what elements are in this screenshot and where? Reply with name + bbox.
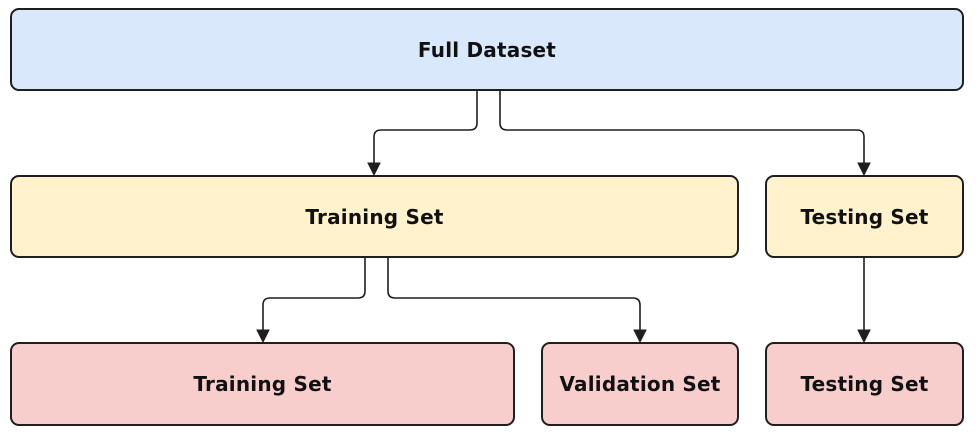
training-set-node: Training Set	[10, 175, 739, 258]
edge-full-to-training	[367, 91, 478, 177]
training-subset-label: Training Set	[193, 372, 332, 396]
edge-testing-to-testing-final	[857, 258, 871, 344]
edge-training-to-training-subset	[256, 258, 366, 344]
edge-training-to-validation	[387, 258, 647, 344]
training-subset-node: Training Set	[10, 342, 515, 426]
validation-set-label: Validation Set	[559, 372, 721, 396]
testing-set-final-label: Testing Set	[800, 372, 929, 396]
full-dataset-label: Full Dataset	[417, 37, 557, 62]
training-set-label: Training Set	[305, 204, 444, 229]
testing-set-final-node: Testing Set	[765, 342, 964, 426]
validation-set-node: Validation Set	[541, 342, 739, 426]
testing-set-node: Testing Set	[765, 175, 964, 258]
full-dataset-node: Full Dataset	[10, 8, 964, 91]
edge-full-to-testing	[499, 91, 871, 177]
testing-set-label: Testing Set	[800, 204, 929, 229]
